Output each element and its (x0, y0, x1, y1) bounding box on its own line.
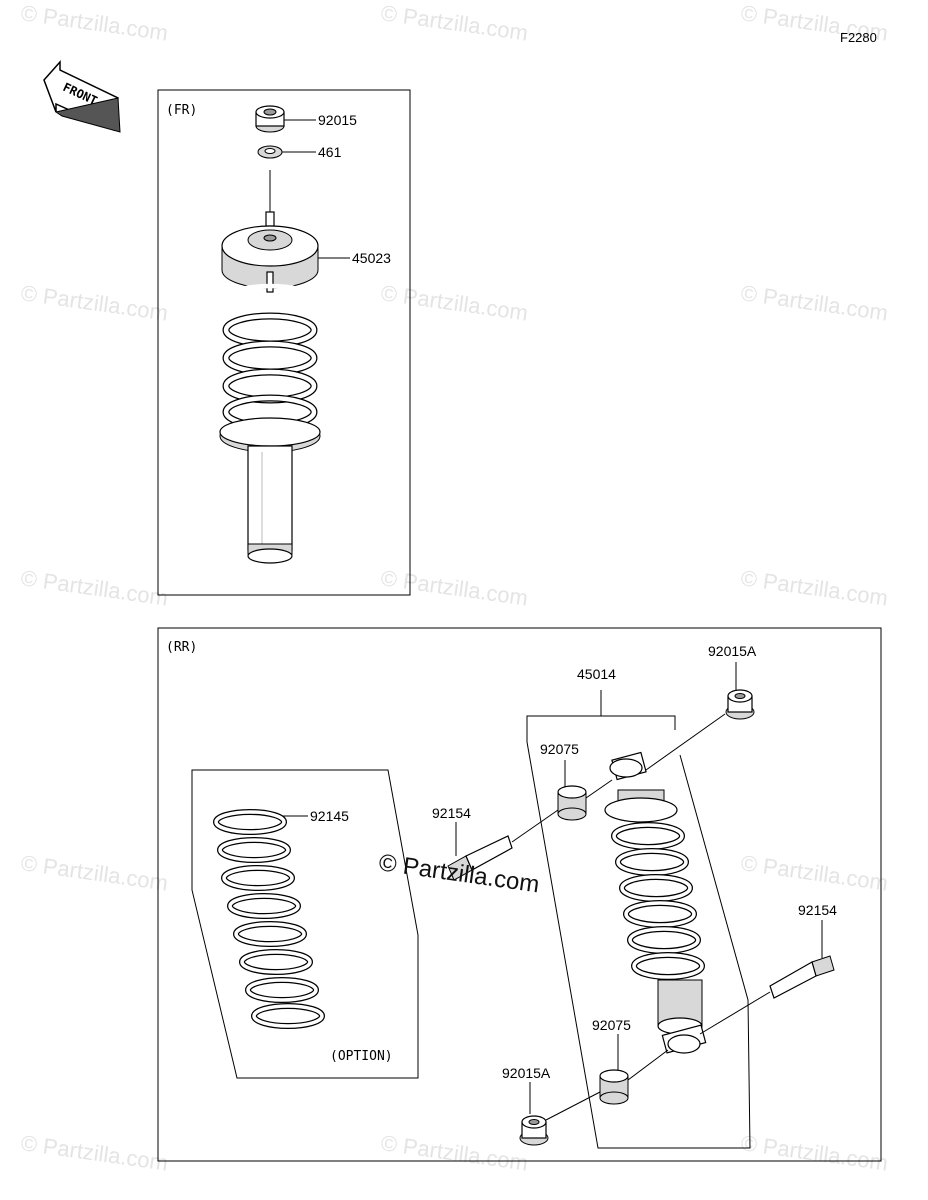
rear-section-label: (RR) (166, 640, 197, 655)
part-number-label: 92154 (432, 805, 471, 821)
part-number-label: 92075 (540, 741, 579, 757)
front-section-label: (FR) (166, 103, 197, 118)
watermark: © Partzilla.com (19, 850, 169, 895)
bushing-part (557, 785, 587, 821)
axis-line (545, 1091, 601, 1121)
watermark: © Partzilla.com (379, 280, 529, 325)
bushing-part (599, 1069, 629, 1105)
part-number-label: 92075 (592, 1017, 631, 1033)
watermark-layer: © Partzilla.com © Partzilla.com © Partzi… (19, 0, 889, 1175)
front-section-frame (157, 89, 411, 596)
rear-shock-absorber-part (604, 751, 707, 1054)
watermark: © Partzilla.com (739, 1130, 889, 1175)
watermark: © Partzilla.com (739, 280, 889, 325)
axis-line (511, 809, 559, 843)
bolt-part (769, 955, 835, 999)
washer-part (257, 145, 283, 159)
part-number-label: 92154 (798, 902, 837, 918)
option-frame (191, 769, 419, 1079)
part-number-label: 461 (318, 144, 342, 160)
nut-part (255, 105, 285, 133)
part-number-label: 45023 (352, 250, 391, 266)
front-arrow-icon: FRONT (43, 60, 121, 133)
option-spring-part (213, 809, 325, 1029)
group-bracket (526, 715, 676, 742)
part-number-label: 92015A (708, 643, 757, 659)
axis-line (699, 991, 771, 1035)
diagram-code: F2280 (840, 30, 877, 45)
part-number-label: 45014 (577, 666, 616, 682)
flange-nut-part (519, 1115, 549, 1146)
watermark: © Partzilla.com (19, 0, 169, 45)
bolt-part (447, 835, 513, 881)
front-shock-absorber-part (219, 170, 321, 564)
center-watermark: © Partzilla.com (377, 849, 541, 898)
flange-nut-part (725, 689, 755, 720)
part-number-label: 92015A (502, 1065, 551, 1081)
watermark: © Partzilla.com (19, 1130, 169, 1175)
part-number-label: 92015 (318, 112, 357, 128)
axis-line (627, 1049, 669, 1081)
watermark: © Partzilla.com (19, 280, 169, 325)
assembly-outline (526, 741, 751, 1149)
axis-line (645, 713, 726, 771)
watermark: © Partzilla.com (379, 1130, 529, 1175)
watermark: © Partzilla.com (379, 565, 529, 610)
option-label: (OPTION) (330, 1049, 393, 1064)
watermark: © Partzilla.com (739, 565, 889, 610)
watermark: © Partzilla.com (739, 850, 889, 895)
axis-line (585, 779, 613, 799)
watermark: © Partzilla.com (379, 0, 529, 45)
watermark: © Partzilla.com (19, 565, 169, 610)
rear-section-frame (157, 627, 882, 1162)
part-number-label: 92145 (310, 808, 349, 824)
